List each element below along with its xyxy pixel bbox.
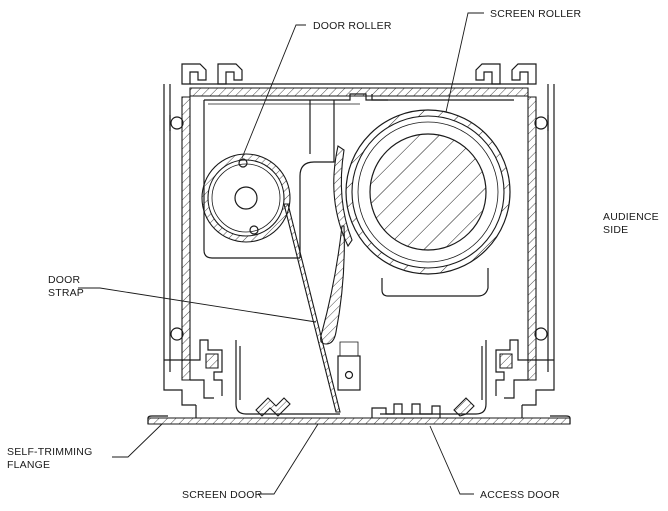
audience-side-label-line1: AUDIENCE <box>603 211 659 223</box>
self-trimming-flange-label-line2: FLANGE <box>7 459 50 471</box>
access-door-label: ACCESS DOOR <box>480 489 560 501</box>
screen-roller-label: SCREEN ROLLER <box>490 8 582 20</box>
interior-partition <box>203 100 489 297</box>
door-strap-label-line2: STRAP <box>48 287 84 299</box>
leader-lines <box>78 12 484 495</box>
screen-roller <box>333 109 511 275</box>
screen-door-label: SCREEN DOOR <box>182 489 263 501</box>
labels: DOOR ROLLER SCREEN ROLLER AUDIENCE SIDE … <box>7 8 659 501</box>
bottom-doors <box>147 340 571 425</box>
door-roller <box>201 153 291 243</box>
door-roller-label: DOOR ROLLER <box>313 20 392 32</box>
door-strap-label-line1: DOOR <box>48 274 81 286</box>
audience-side-label-line2: SIDE <box>603 224 628 236</box>
strap-anchor-block <box>337 341 361 391</box>
right-extrusion-wall <box>475 63 555 406</box>
left-extrusion-wall <box>163 63 243 406</box>
top-cover <box>189 83 529 105</box>
self-trimming-flange-label-line1: SELF-TRIMMING <box>7 446 92 458</box>
door-strap <box>283 203 345 413</box>
